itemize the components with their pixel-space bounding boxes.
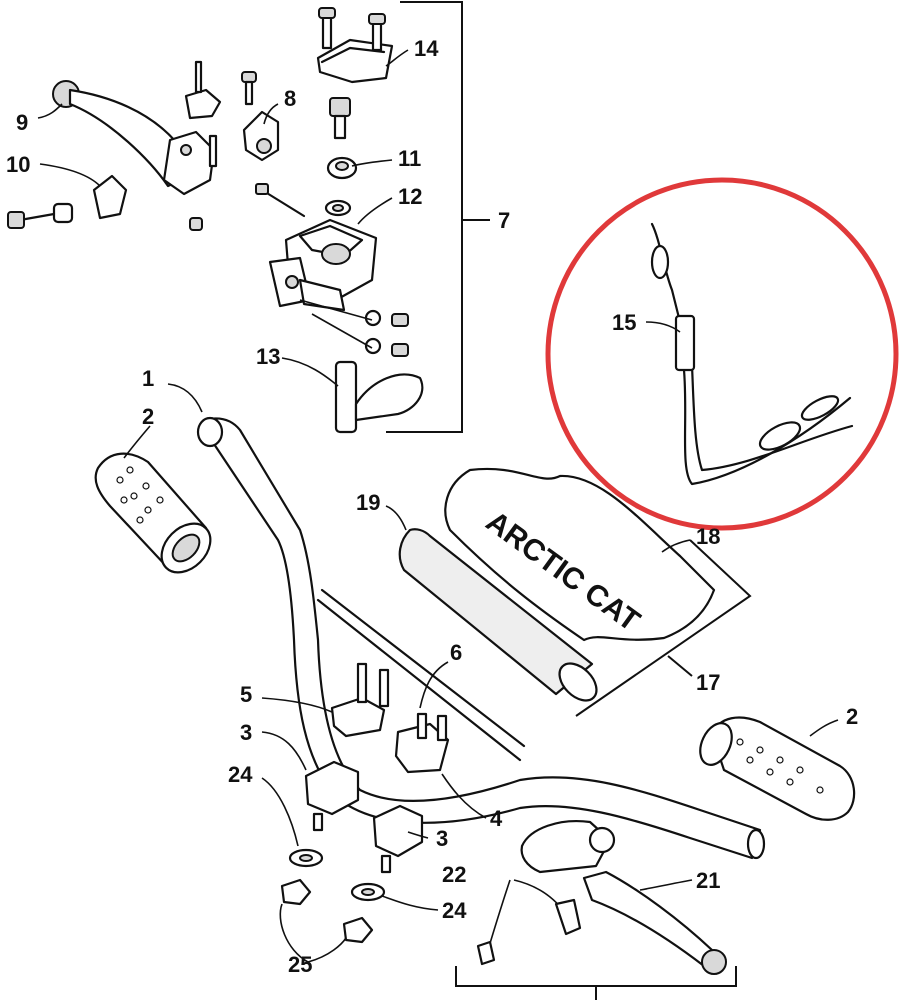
part-switch-22 xyxy=(476,879,582,966)
callout-19: 19 xyxy=(356,490,380,515)
callout-18: 18 xyxy=(696,524,720,549)
part-foam-19 xyxy=(398,528,598,702)
callout-1: 1 xyxy=(142,366,154,391)
part-risers xyxy=(304,760,424,874)
callout-4: 4 xyxy=(490,806,503,831)
part-grip-left xyxy=(94,452,212,574)
callout-3-upper: 3 xyxy=(240,720,252,745)
inset-cable-highlight xyxy=(545,177,899,531)
callout-2-left: 2 xyxy=(142,404,154,429)
part-lever-9 xyxy=(52,60,222,231)
callout-21: 21 xyxy=(696,868,720,893)
callout-3-lower: 3 xyxy=(436,826,448,851)
part-clamp-caps xyxy=(330,662,450,774)
callout-25: 25 xyxy=(288,952,312,977)
part-throttle-housing xyxy=(520,820,616,874)
group-bracket-lower xyxy=(455,966,737,1000)
callout-10: 10 xyxy=(6,152,30,177)
callout-2-right: 2 xyxy=(846,704,858,729)
part-lever-adjuster xyxy=(7,174,128,229)
callout-8: 8 xyxy=(284,86,296,111)
callout-13: 13 xyxy=(256,344,280,369)
leader-lines xyxy=(37,49,839,963)
callout-labels: 1 2 2 3 3 4 5 6 7 8 9 10 11 12 13 14 15 … xyxy=(6,36,858,977)
part-master-cylinder xyxy=(255,183,378,312)
callout-14: 14 xyxy=(414,36,439,61)
part-pad-18: ARCTIC CAT xyxy=(444,467,716,642)
callout-6: 6 xyxy=(450,640,462,665)
callout-5: 5 xyxy=(240,682,252,707)
callout-24-upper: 24 xyxy=(228,762,253,787)
part-lever-21 xyxy=(582,870,727,975)
part-clamp xyxy=(241,71,280,162)
callout-11: 11 xyxy=(398,146,421,171)
callout-24-lower: 24 xyxy=(442,898,467,923)
callout-15: 15 xyxy=(612,310,636,335)
group-bracket-7 xyxy=(386,1,490,433)
callout-12: 12 xyxy=(398,184,422,209)
callout-22: 22 xyxy=(442,862,466,887)
part-reservoir-cover xyxy=(316,7,394,84)
part-handlebar xyxy=(196,416,766,860)
highlight-circle xyxy=(545,177,899,531)
part-brake-lever-13 xyxy=(334,360,424,434)
part-banjo-bolt xyxy=(324,97,358,217)
part-washers-nuts xyxy=(280,848,386,944)
part-grip-right xyxy=(699,716,856,821)
callout-9: 9 xyxy=(16,110,28,135)
callout-7: 7 xyxy=(498,208,510,233)
group-bracket-17 xyxy=(575,539,752,717)
callout-17: 17 xyxy=(696,670,720,695)
part-screws-washers xyxy=(299,299,409,357)
